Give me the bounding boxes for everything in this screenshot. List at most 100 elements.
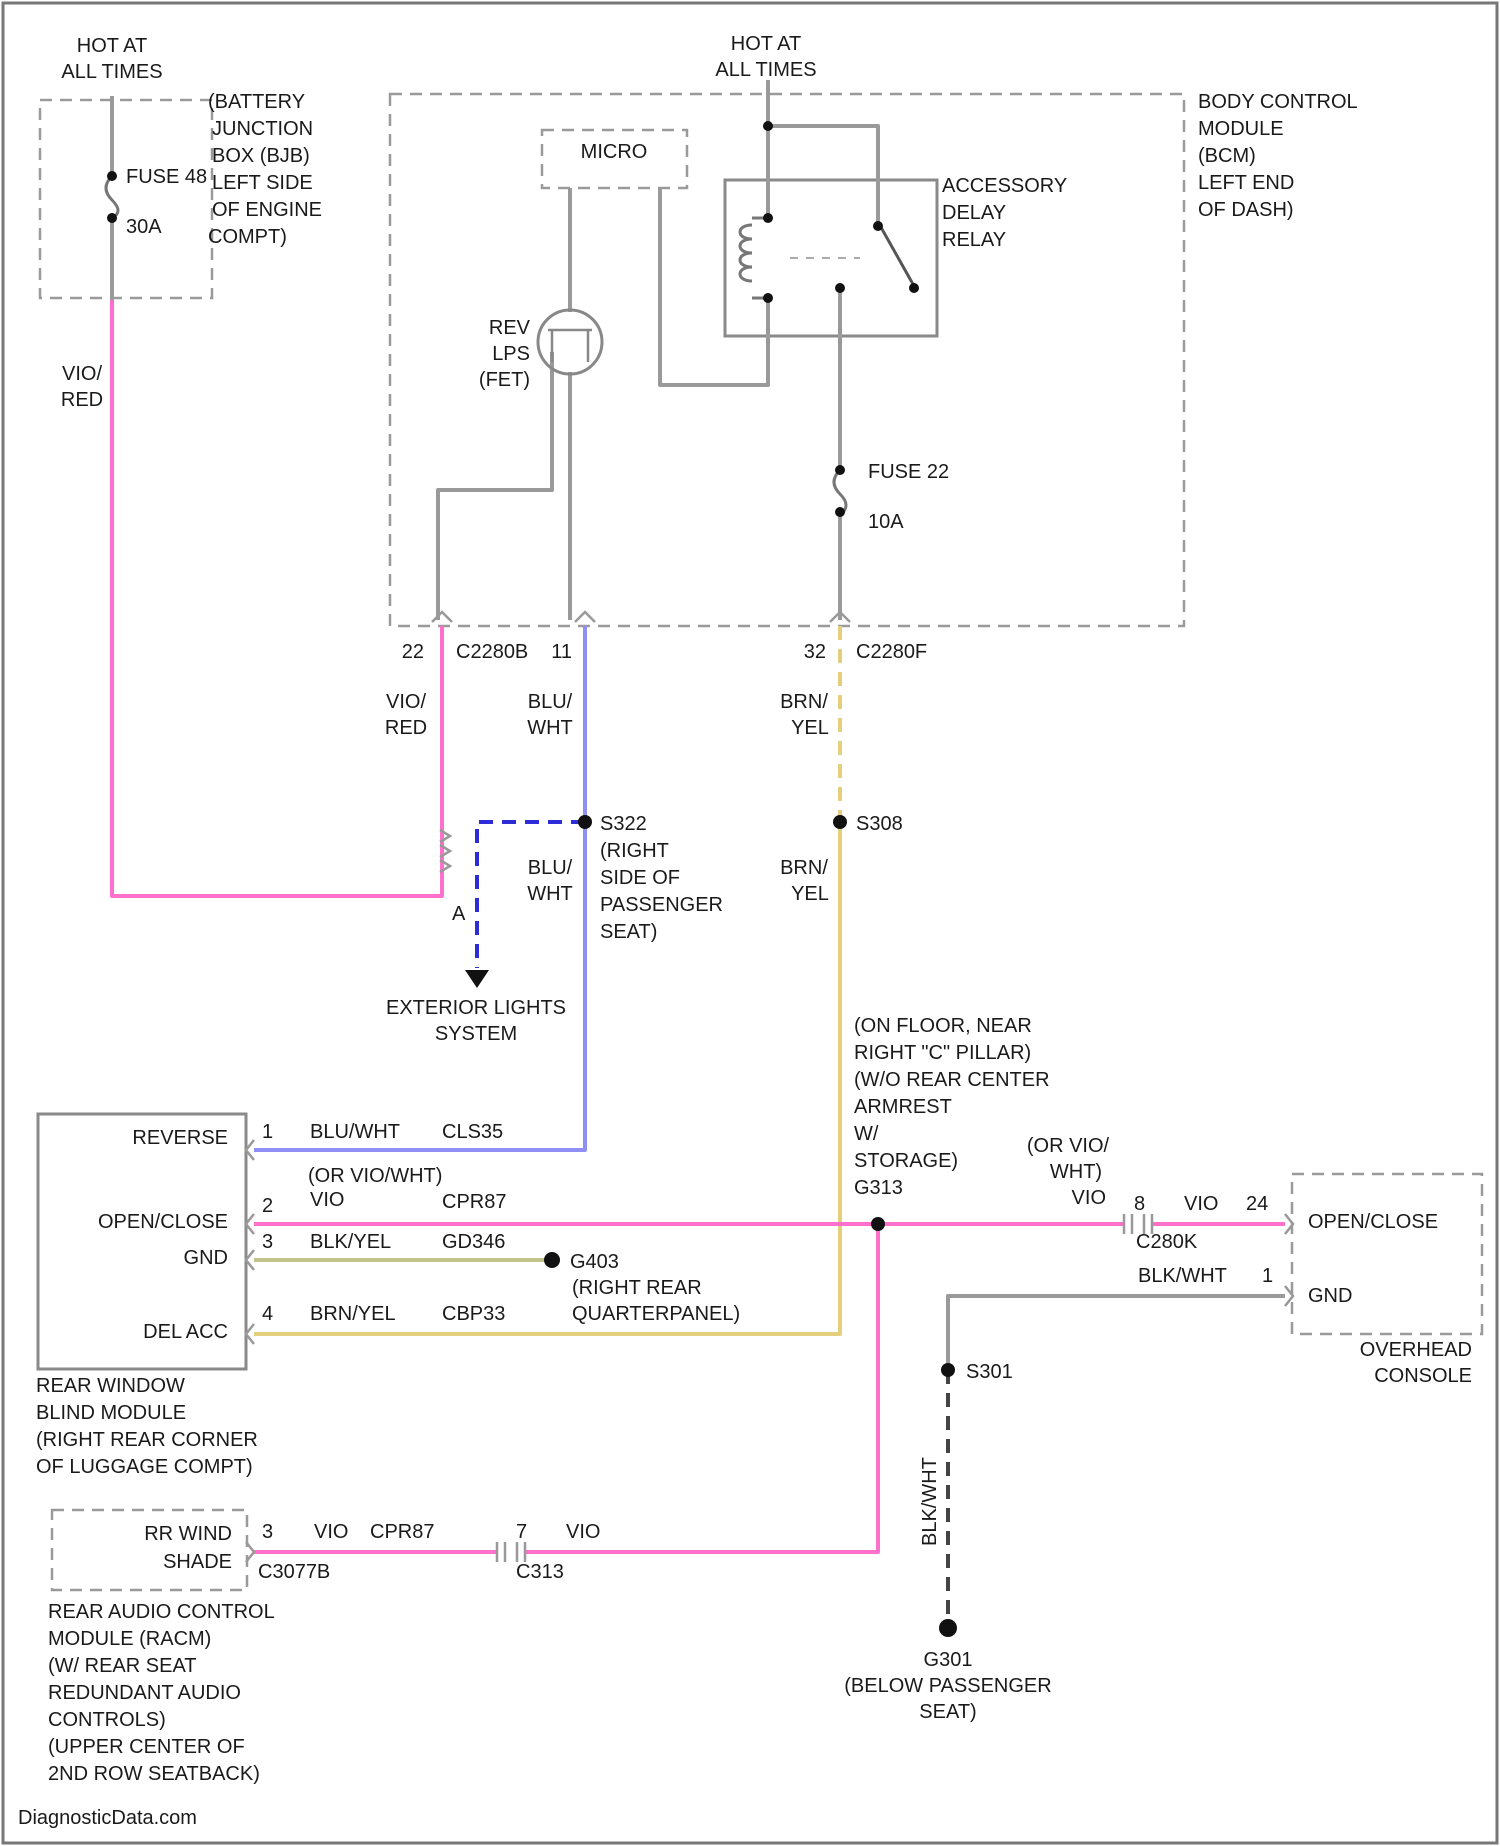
rwbm-pin3-num: 3 (262, 1231, 273, 1253)
fuse-48-symbol (106, 176, 118, 218)
s308-label: S308 (856, 813, 903, 835)
pin-22: 22 (402, 641, 424, 663)
racm-box (52, 1510, 247, 1590)
rwbm-alt-color: (OR VIO/WHT) (308, 1165, 442, 1187)
overhead-alt-1: (OR VIO/ (1027, 1135, 1110, 1157)
relay-contact-common (873, 221, 883, 231)
hot-left-line1: HOT AT (77, 35, 147, 57)
rwbm-pin1-circuit: CLS35 (442, 1121, 503, 1143)
fuse-22-label: FUSE 22 (868, 461, 949, 483)
vio-red-left-1: VIO/ (62, 363, 102, 385)
exterior-arrow-icon (465, 970, 489, 988)
overhead-box (1292, 1174, 1482, 1334)
s308-splice (833, 815, 847, 829)
racm-pin-3: 3 (262, 1521, 273, 1543)
overhead-pin-1: 1 (1262, 1265, 1273, 1287)
fuse-48-bottom-node (107, 213, 117, 223)
bjb-fuse-amps: 30A (126, 216, 162, 238)
bjb-label-6: COMPT) (208, 226, 287, 248)
vio-red-center-2: RED (385, 717, 427, 739)
exterior-label-2: SYSTEM (435, 1023, 517, 1045)
blu-wht-2a: BLU/ (528, 857, 573, 879)
rwbm-pin2-circuit: CPR87 (442, 1191, 506, 1213)
g301-label-2: (BELOW PASSENGER (844, 1675, 1051, 1697)
brn-yel-2b: YEL (791, 883, 829, 905)
rwbm-pin3-label: GND (184, 1247, 228, 1269)
exterior-pin: A (452, 903, 466, 925)
s301-label: S301 (966, 1361, 1013, 1383)
g313-note-2: RIGHT "C" PILLAR) (854, 1042, 1031, 1064)
wire-blk-wht (948, 1296, 1285, 1370)
relay-label-2: DELAY (942, 202, 1006, 224)
rwbm-pin4-color: BRN/YEL (310, 1303, 396, 1325)
overhead-alt-2: WHT) (1050, 1161, 1102, 1183)
relay-coil-bottom (763, 293, 773, 303)
racm-conn-c3077b: C3077B (258, 1561, 330, 1583)
relay-contact-no (909, 283, 919, 293)
s301-splice (941, 1363, 955, 1377)
relay-label-1: ACCESSORY (942, 175, 1067, 197)
overhead-label-2: CONSOLE (1374, 1365, 1472, 1387)
bjb-label-1: (BATTERY (208, 91, 305, 113)
s322-splice (578, 815, 592, 829)
g403-label-1: G403 (570, 1251, 619, 1273)
blk-wht-vertical: BLK/WHT (919, 1457, 941, 1546)
racm-vio: VIO (314, 1521, 348, 1543)
hot-center-line1: HOT AT (731, 33, 801, 55)
relay-label-3: RELAY (942, 229, 1006, 251)
bjb-box (40, 100, 212, 298)
relay-coil-top (763, 213, 773, 223)
racm-label-5: CONTROLS) (48, 1709, 166, 1731)
fuse-22-amps: 10A (868, 511, 904, 533)
overhead-vio-2: VIO (1184, 1193, 1218, 1215)
brn-yel-1b: YEL (791, 717, 829, 739)
rwbm-pin1-label: REVERSE (132, 1127, 228, 1149)
s322-label-4: PASSENGER (600, 894, 723, 916)
brn-yel-1a: BRN/ (780, 691, 828, 713)
s322-label-2: (RIGHT (600, 840, 669, 862)
rwbm-pin2-num: 2 (262, 1195, 273, 1217)
s322-label-5: SEAT) (600, 921, 657, 943)
rev-lps-fet-symbol (538, 310, 602, 374)
racm-rr-wind-2: SHADE (163, 1551, 232, 1573)
micro-label: MICRO (581, 141, 648, 163)
overhead-pin-24: 24 (1246, 1193, 1268, 1215)
g313-note-5: W/ (854, 1123, 879, 1145)
bcm-label-2: MODULE (1198, 118, 1284, 140)
blu-wht-1a: BLU/ (528, 691, 573, 713)
racm-label-6: (UPPER CENTER OF (48, 1736, 245, 1758)
g301-label-3: SEAT) (919, 1701, 976, 1723)
s322-label-1: S322 (600, 813, 647, 835)
vio-red-left-2: RED (61, 389, 103, 411)
wire-bcm-fet-22 (438, 352, 552, 620)
wire-bcm-hot-bus (768, 80, 878, 222)
relay-coil (740, 218, 768, 298)
racm-circuit: CPR87 (370, 1521, 434, 1543)
exterior-label-1: EXTERIOR LIGHTS (386, 997, 566, 1019)
rwbm-label-1: REAR WINDOW (36, 1375, 185, 1397)
overhead-pin-8: 8 (1134, 1193, 1145, 1215)
fuse-22-top-node (835, 465, 845, 475)
pin-32: 32 (804, 641, 826, 663)
rwbm-pin3-circuit: GD346 (442, 1231, 505, 1253)
rwbm-label-3: (RIGHT REAR CORNER (36, 1429, 258, 1451)
g301-ground (939, 1619, 957, 1637)
rev-lps-fet-gate (548, 330, 592, 362)
brn-yel-2a: BRN/ (780, 857, 828, 879)
connector-marks (246, 612, 1293, 1562)
racm-vio-2: VIO (566, 1521, 600, 1543)
overhead-conn: C280K (1136, 1231, 1198, 1253)
fuse-48-top-node (107, 171, 117, 181)
wire-bcm-micro-relay (660, 188, 768, 385)
g301-label-1: G301 (924, 1649, 973, 1671)
wire-vio-racm (254, 1224, 878, 1552)
rwbm-pin2-label: OPEN/CLOSE (98, 1211, 228, 1233)
bcm-label-4: LEFT END (1198, 172, 1294, 194)
bjb-label-4: LEFT SIDE (212, 172, 313, 194)
rwbm-pin3-color: BLK/YEL (310, 1231, 391, 1253)
racm-pin-7: 7 (516, 1521, 527, 1543)
g313-note-4: ARMREST (854, 1096, 952, 1118)
g403-ground (544, 1252, 560, 1268)
pin-11: 11 (551, 641, 572, 663)
